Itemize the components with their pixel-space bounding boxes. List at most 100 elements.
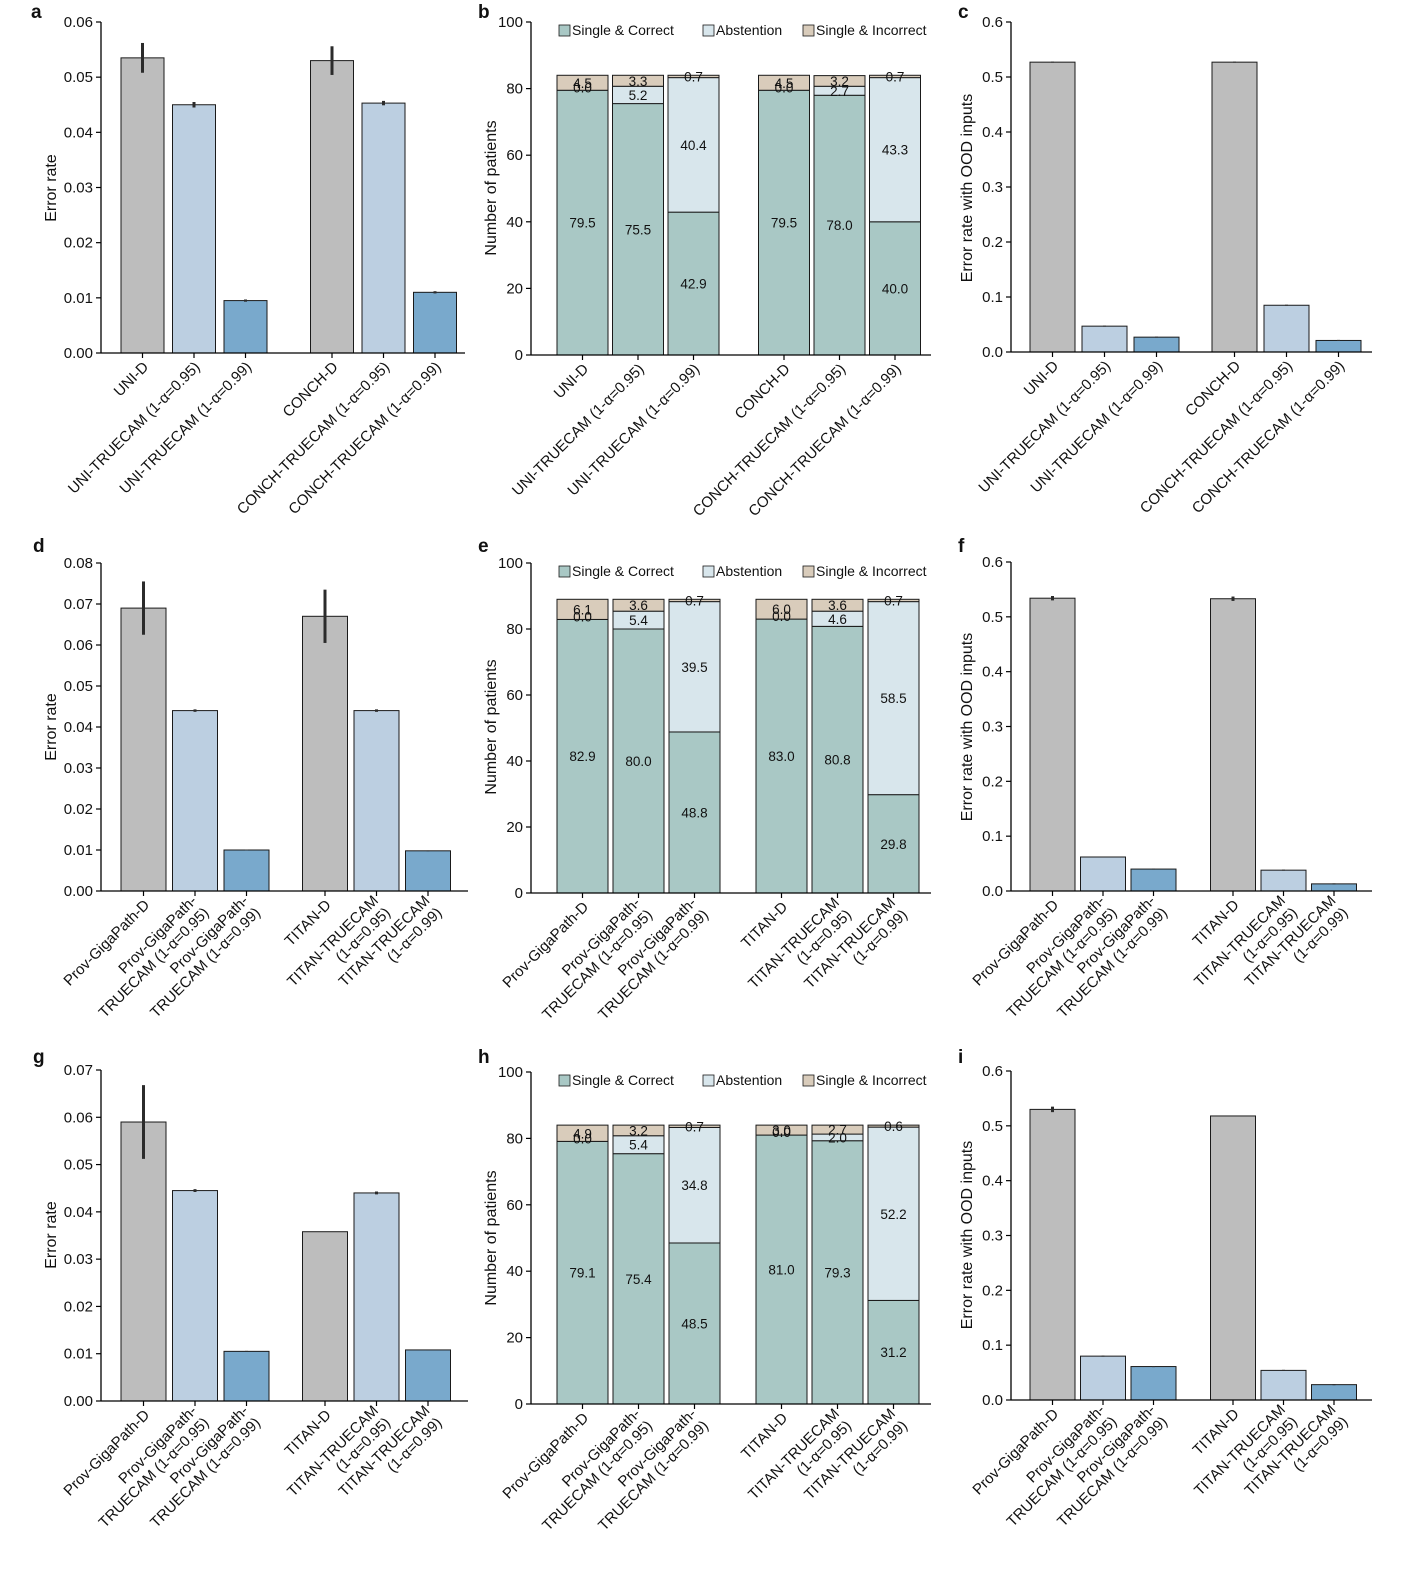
bar bbox=[1080, 856, 1126, 892]
bar bbox=[120, 57, 165, 354]
segment-label: 79.3 bbox=[824, 1265, 850, 1280]
segment-label: 48.5 bbox=[681, 1316, 707, 1331]
segment-label: 2.0 bbox=[828, 1130, 847, 1145]
segment-label: 80.8 bbox=[824, 753, 850, 768]
stacked-segment bbox=[813, 94, 866, 356]
y-tick-label: 20 bbox=[506, 1330, 523, 1347]
segment-label: 75.5 bbox=[625, 222, 651, 237]
segment-label: 2.7 bbox=[828, 1123, 847, 1138]
panel-label: a bbox=[31, 2, 42, 23]
segment-label: 78.0 bbox=[826, 218, 852, 233]
stacked-segment bbox=[867, 601, 920, 796]
x-tick-label: UNI-D bbox=[111, 359, 153, 401]
stacked-segment bbox=[612, 598, 665, 612]
segment-label: 40.4 bbox=[680, 138, 707, 153]
y-axis-label: Error rate bbox=[43, 154, 60, 222]
segment-label: 3.0 bbox=[772, 1123, 791, 1138]
x-tick-label: UNI-D bbox=[1021, 358, 1063, 400]
bar bbox=[1080, 1355, 1126, 1401]
bar bbox=[1311, 1384, 1357, 1401]
legend-label: Abstention bbox=[716, 563, 782, 579]
y-tick-label: 0.00 bbox=[64, 1393, 93, 1410]
bar bbox=[1260, 1369, 1307, 1401]
stacked-segment bbox=[758, 74, 810, 91]
stacked-segment bbox=[556, 74, 609, 91]
bar bbox=[361, 102, 406, 354]
bar bbox=[172, 104, 216, 354]
segment-label: 0.0 bbox=[772, 609, 791, 624]
segment-label: 58.5 bbox=[880, 691, 906, 706]
segment-label: 0.0 bbox=[775, 80, 794, 95]
y-tick-label: 0.4 bbox=[982, 664, 1003, 681]
stacked-segment bbox=[612, 1124, 665, 1137]
y-tick-label: 100 bbox=[498, 14, 523, 31]
panel-label: f bbox=[958, 536, 965, 557]
panel-label: d bbox=[33, 536, 45, 557]
segment-label: 40.0 bbox=[882, 281, 908, 296]
bar bbox=[1029, 61, 1076, 353]
segment-label: 80.0 bbox=[625, 754, 651, 769]
y-axis-label: Error rate with OOD inputs bbox=[959, 1141, 976, 1330]
bar bbox=[1211, 61, 1258, 353]
stacked-segment bbox=[811, 1124, 864, 1135]
segment-label: 4.6 bbox=[828, 612, 847, 627]
y-tick-label: 0.03 bbox=[64, 180, 93, 197]
panel-label: i bbox=[958, 1047, 963, 1068]
segment-label: 82.9 bbox=[569, 749, 595, 764]
stacked-segment bbox=[556, 1124, 609, 1142]
segment-label: 39.5 bbox=[681, 660, 707, 675]
y-tick-label: 0.07 bbox=[64, 596, 93, 613]
bar bbox=[1311, 883, 1357, 892]
segment-label: 79.1 bbox=[569, 1266, 595, 1281]
y-tick-label: 40 bbox=[506, 214, 523, 231]
bar bbox=[405, 1349, 451, 1402]
y-tick-label: 0.04 bbox=[64, 124, 93, 141]
stacked-segment bbox=[755, 1124, 808, 1136]
y-tick-label: 0.1 bbox=[982, 1337, 1003, 1354]
y-tick-label: 80 bbox=[506, 1130, 523, 1147]
segment-label: 0.7 bbox=[685, 593, 704, 608]
legend-swatch bbox=[702, 24, 715, 37]
y-tick-label: 20 bbox=[506, 819, 523, 836]
y-tick-label: 0.5 bbox=[982, 1118, 1003, 1135]
legend-swatch bbox=[702, 1074, 715, 1087]
bar bbox=[120, 1121, 167, 1402]
panel-label: h bbox=[478, 1047, 490, 1068]
x-tick-label-line: UNI-D bbox=[1021, 358, 1063, 400]
segment-label: 0.0 bbox=[573, 1131, 592, 1146]
bar bbox=[1130, 1366, 1177, 1401]
segment-label: 5.2 bbox=[629, 88, 648, 103]
y-tick-label: 0.01 bbox=[64, 842, 93, 859]
bar bbox=[302, 1231, 348, 1402]
x-tick-label-line: UNI-D bbox=[551, 361, 593, 403]
y-tick-label: 40 bbox=[506, 1263, 523, 1280]
y-tick-label: 0.3 bbox=[982, 719, 1003, 736]
legend-label: Single & Correct bbox=[572, 1072, 674, 1088]
bar bbox=[1210, 598, 1256, 892]
y-tick-label: 0.4 bbox=[982, 124, 1003, 141]
y-tick-label: 0.02 bbox=[64, 1298, 93, 1315]
legend-swatch bbox=[702, 565, 715, 578]
segment-label: 52.2 bbox=[880, 1207, 906, 1222]
stacked-segment bbox=[869, 77, 921, 223]
segment-label: 0.7 bbox=[884, 593, 903, 608]
legend-label: Single & Incorrect bbox=[816, 563, 927, 579]
y-tick-label: 0.0 bbox=[982, 1392, 1003, 1409]
stacked-segment bbox=[668, 1242, 721, 1405]
segment-label: 6.1 bbox=[573, 602, 592, 617]
segment-label: 31.2 bbox=[880, 1345, 906, 1360]
y-tick-label: 0.6 bbox=[982, 14, 1003, 31]
y-tick-label: 0.05 bbox=[64, 69, 93, 86]
segment-label: 79.5 bbox=[771, 216, 797, 231]
y-tick-label: 40 bbox=[506, 753, 523, 770]
segment-label: 0.0 bbox=[772, 1125, 791, 1140]
y-tick-label: 0.6 bbox=[982, 554, 1003, 571]
y-tick-label: 0.00 bbox=[64, 345, 93, 362]
segment-label: 0.6 bbox=[884, 1119, 903, 1134]
y-tick-label: 20 bbox=[506, 280, 523, 297]
y-tick-label: 0.08 bbox=[64, 555, 93, 572]
